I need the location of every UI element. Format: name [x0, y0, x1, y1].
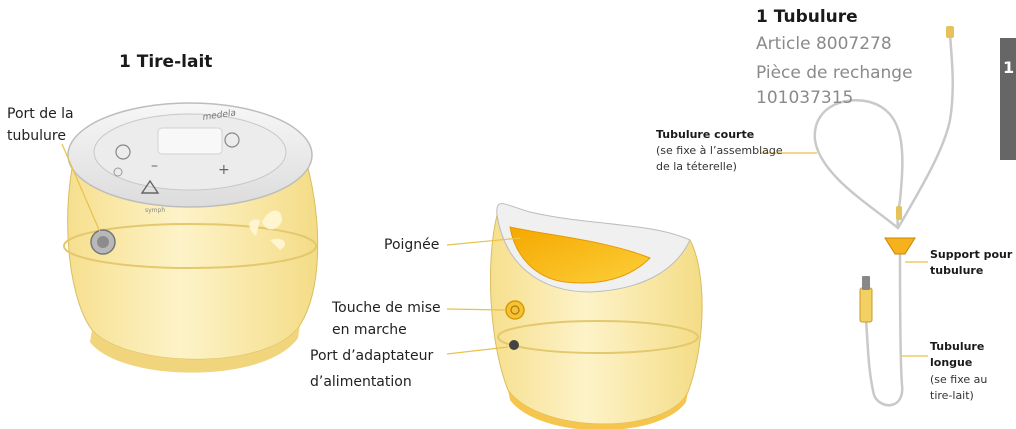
- long-tube-desc-line1: (se fixe au: [930, 372, 987, 387]
- short-tube: [815, 100, 903, 228]
- plus-icon: +: [218, 162, 230, 178]
- breast-pump-front: – + medela: [62, 103, 318, 373]
- power-button-label-line2: en marche: [332, 319, 407, 341]
- holder-label-line2: tubulure: [930, 263, 983, 278]
- tubing-port-label-line1: Port de la: [7, 103, 74, 125]
- tubing-spare-part-line2: 101037315: [756, 85, 853, 111]
- adapter-port-label-line1: Port d’adaptateur: [310, 345, 433, 367]
- tubing-port-label-line2: tubulure: [7, 125, 66, 147]
- power-button: [506, 301, 524, 319]
- small-logo: symph: [145, 207, 165, 214]
- long-tube-label-line1: Tubulure: [930, 339, 984, 354]
- connector-long: [860, 288, 872, 322]
- adapter-port: [509, 340, 519, 350]
- connector-top: [946, 26, 954, 38]
- breast-pump-back: [447, 204, 702, 429]
- long-tube-desc-line2: tire-lait): [930, 388, 974, 403]
- pump-title: 1 Tire-lait: [119, 52, 212, 72]
- display-screen: [158, 128, 222, 154]
- tubing-title: 1 Tubulure: [756, 7, 858, 27]
- short-tube-desc-line1: (se fixe à l’assemblage: [656, 143, 783, 158]
- adapter-port-label-line2: d’alimentation: [310, 371, 412, 393]
- connector-short: [896, 206, 902, 220]
- tubing-port-inner: [97, 236, 109, 248]
- holder-label-line1: Support pour: [930, 247, 1012, 262]
- short-tube-desc-line2: de la téterelle): [656, 159, 737, 174]
- long-tube-lower: [866, 250, 902, 405]
- long-tube-label-line2: longue: [930, 355, 972, 370]
- connector-long-tip: [862, 276, 870, 290]
- short-tube-title: Tubulure courte: [656, 127, 754, 142]
- tubing-article: Article 8007278: [756, 31, 892, 57]
- minus-icon: –: [151, 158, 158, 174]
- section-tab-number: 1: [1003, 58, 1014, 77]
- tubing-holder: [885, 238, 915, 254]
- tubing-spare-part-line1: Pièce de rechange: [756, 60, 913, 86]
- section-tab: 1: [1000, 38, 1016, 160]
- power-button-label-line1: Touche de mise: [332, 297, 441, 319]
- handle-label: Poignée: [384, 234, 439, 256]
